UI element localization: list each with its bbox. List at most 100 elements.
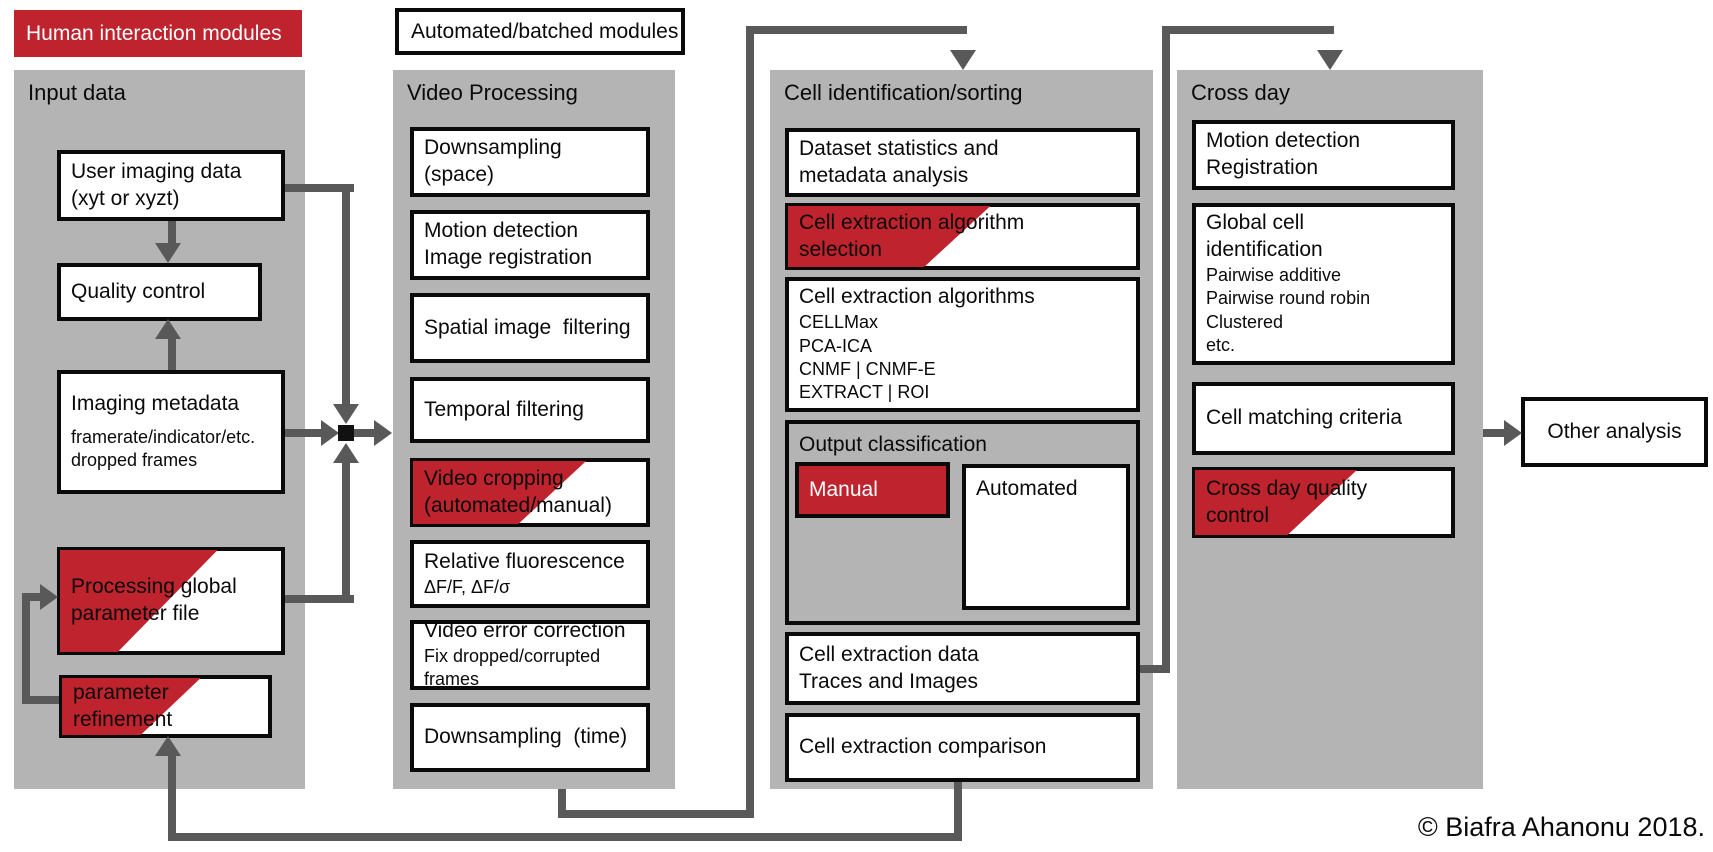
algorithm-cnmf: CNMF | CNMF-E <box>799 358 936 379</box>
box-relative-fluorescence: Relative fluorescence ΔF/F, ΔF/σ <box>410 540 650 608</box>
junction-node <box>338 425 354 441</box>
panel-crossday-title: Cross day <box>1191 80 1291 105</box>
motion-detection-line1: Motion detection <box>424 219 579 243</box>
cell-extraction-data-line2: Traces and Images <box>799 669 978 693</box>
box-user-imaging-data: User imaging data (xyt or xyzt) <box>57 150 285 221</box>
line-refine-loop-bottom <box>22 696 59 704</box>
box-cell-extraction-comparison: Cell extraction comparison <box>785 713 1140 782</box>
user-imaging-line2: (xyt or xyzt) <box>71 186 180 210</box>
arrowhead-into-cross-day <box>1317 50 1343 70</box>
arrowhead-into-global-param <box>40 584 58 610</box>
box-manual-classification: Manual <box>795 462 950 518</box>
box-downsampling-space: Downsampling (space) <box>410 127 650 197</box>
algorithms-title: Cell extraction algorithms <box>799 285 1035 309</box>
box-dataset-statistics: Dataset statistics and metadata analysis <box>785 128 1140 197</box>
imaging-metadata-sub2: dropped frames <box>71 450 198 471</box>
cell-extraction-selection-line1: Cell extraction algorithm <box>799 210 1025 234</box>
arrowhead-into-junction-top <box>333 404 359 424</box>
box-other-analysis: Other analysis <box>1521 397 1708 467</box>
box-automated-classification: Automated <box>962 464 1130 610</box>
line-userimaging-to-quality <box>168 221 176 247</box>
line-userimaging-down <box>342 184 350 405</box>
line-refine-loop-up <box>22 597 30 704</box>
arrowhead-into-quality-control <box>155 243 181 263</box>
panel-input-title: Input data <box>28 80 126 105</box>
crossday-quality-line2: control <box>1206 503 1270 527</box>
box-downsampling-time: Downsampling (time) <box>410 703 650 772</box>
box-cell-extraction-algorithms: Cell extraction algorithms CELLMax PCA-I… <box>785 277 1140 412</box>
line-globalparam-up <box>342 463 350 603</box>
box-cell-matching-criteria: Cell matching criteria <box>1192 382 1455 455</box>
cell-extraction-data-line1: Cell extraction data <box>799 642 979 666</box>
box-crossday-motion: Motion detection Registration <box>1192 120 1455 190</box>
imaging-metadata-title: Imaging metadata <box>71 392 240 416</box>
param-refine-line2: refinement <box>73 707 173 731</box>
line-video-panel-down <box>558 789 566 818</box>
line-refine-loop-top <box>22 593 42 601</box>
param-refine-line1: parameter <box>73 680 169 704</box>
arrowhead-into-junction-bottom <box>333 443 359 463</box>
box-motion-detection: Motion detection Image registration <box>410 210 650 280</box>
dataset-statistics-line2: metadata analysis <box>799 163 969 187</box>
etc: etc. <box>1206 335 1236 356</box>
box-quality-control: Quality control <box>57 263 262 321</box>
relative-fluorescence-title: Relative fluorescence <box>424 549 625 573</box>
crossday-quality-line1: Cross day quality <box>1206 476 1368 500</box>
pairwise-round-robin: Pairwise round robin <box>1206 288 1371 309</box>
panel-video-title: Video Processing <box>407 80 578 105</box>
box-imaging-metadata: Imaging metadata framerate/indicator/etc… <box>57 370 285 494</box>
line-globalparam-right <box>285 595 354 603</box>
cell-matching-criteria-label: Cell matching criteria <box>1206 406 1403 430</box>
output-classification-panel: Output classification Manual Automated <box>789 424 1136 621</box>
arrowhead-into-video-processing <box>374 420 392 446</box>
box-processing-global-parameter-file: Processing global parameter file <box>57 547 285 655</box>
line-junction-out <box>354 429 376 437</box>
pairwise-additive: Pairwise additive <box>1206 265 1342 286</box>
user-imaging-line1: User imaging data <box>71 159 242 183</box>
cell-extraction-selection-line2: selection <box>799 237 882 261</box>
global-cell-id-line1: Global cell <box>1206 211 1305 235</box>
box-parameter-refinement: parameter refinement <box>59 675 272 738</box>
line-video-to-cells-top <box>746 26 967 34</box>
other-analysis-label: Other analysis <box>1547 419 1682 443</box>
box-cell-extraction-selection: Cell extraction algorithm selection <box>785 203 1140 270</box>
box-temporal-filtering: Temporal filtering <box>410 377 650 443</box>
crossday-motion-line1: Motion detection <box>1206 129 1361 153</box>
downsampling-time-label: Downsampling (time) <box>424 725 628 749</box>
line-userimaging-right <box>285 184 354 192</box>
relative-fluorescence-formula: ΔF/F, ΔF/σ <box>424 576 511 597</box>
legend-automated-label: Automated/batched modules <box>411 19 679 43</box>
automated-label: Automated <box>976 477 1078 500</box>
arrowhead-into-cell-identification <box>950 50 976 70</box>
legend-human-label: Human interaction modules <box>26 21 282 45</box>
line-metadata-right <box>285 429 323 437</box>
imaging-metadata-sub1: framerate/indicator/etc. <box>71 427 256 448</box>
cell-extraction-comparison-label: Cell extraction comparison <box>799 735 1047 759</box>
line-celldata-right <box>1140 665 1170 673</box>
line-celldata-top <box>1162 26 1334 34</box>
motion-detection-line2: Image registration <box>424 246 593 269</box>
box-crossday-quality-control: Cross day quality control <box>1192 467 1455 538</box>
line-metadata-to-quality <box>168 338 176 370</box>
clustered: Clustered <box>1206 311 1284 332</box>
line-comparison-down <box>954 782 962 841</box>
box-global-cell-identification: Global cell identification Pairwise addi… <box>1192 203 1455 365</box>
downsampling-space-label: Downsampling (space) <box>424 136 574 186</box>
line-feedback-up <box>168 756 176 833</box>
legend-automated: Automated/batched modules <box>395 8 685 55</box>
quality-control-label: Quality control <box>71 279 206 303</box>
global-param-line2: parameter file <box>71 602 200 625</box>
temporal-filtering-label: Temporal filtering <box>424 397 584 421</box>
arrowhead-into-junction-left <box>321 420 339 446</box>
line-feedback-bottom <box>168 833 962 841</box>
global-param-line1: Processing global <box>71 575 237 599</box>
box-video-error-correction: Video error correction Fix dropped/corru… <box>410 619 650 690</box>
box-output-classification: Output classification Manual Automated <box>785 420 1140 625</box>
spatial-filtering-label: Spatial image filtering <box>424 315 631 339</box>
panel-cells-title: Cell identification/sorting <box>784 80 1023 105</box>
copyright-text: © Biafra Ahanonu 2018. <box>1417 812 1705 842</box>
output-classification-title: Output classification <box>799 433 987 456</box>
video-cropping-line2: (automated/manual) <box>424 493 612 517</box>
box-cell-extraction-data: Cell extraction data Traces and Images <box>785 632 1140 705</box>
